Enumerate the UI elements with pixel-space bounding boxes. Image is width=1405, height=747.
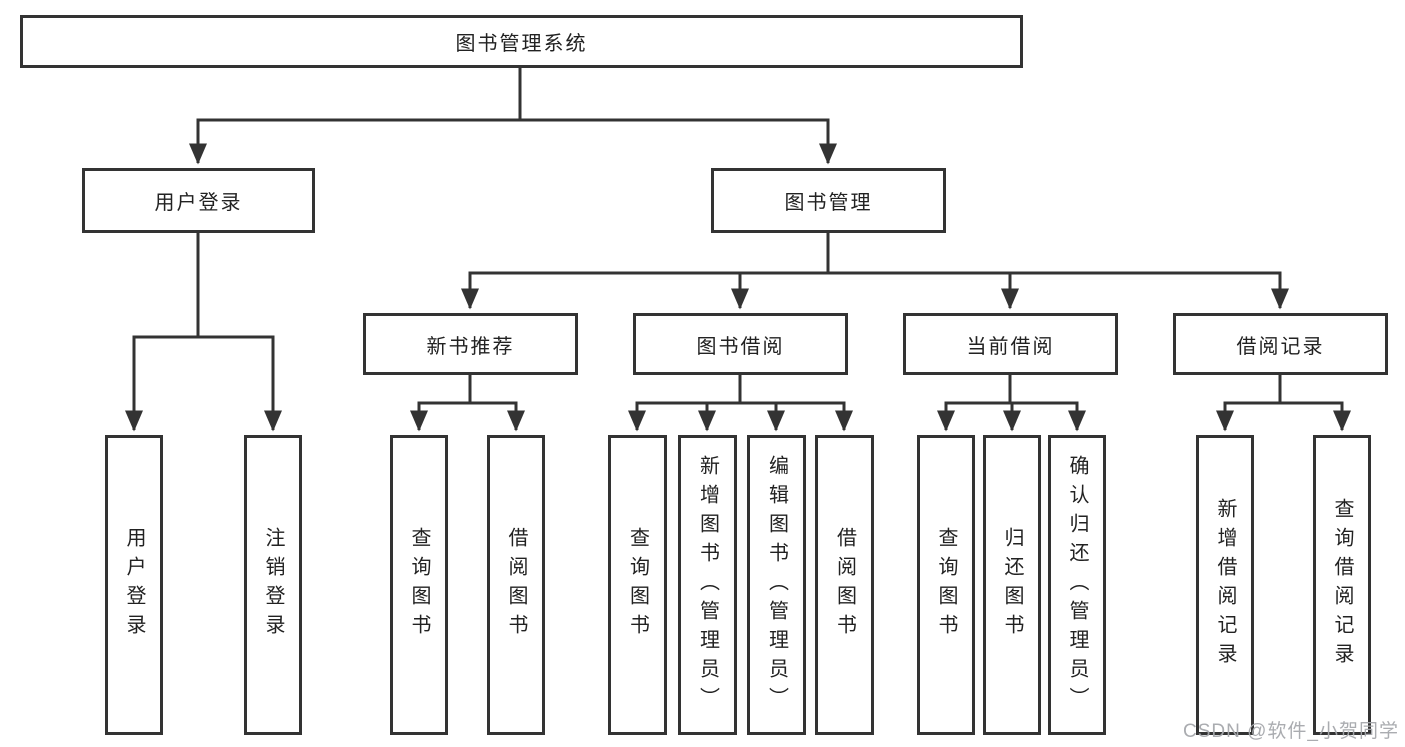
node-new-book-recommendation-label: 新书推荐	[426, 335, 515, 358]
leaf-logout: 注销登录	[244, 435, 302, 735]
leaf-records-add-record-label: 新增借阅记录	[1214, 498, 1236, 672]
leaf-borrowing-query-books: 查询图书	[608, 435, 667, 735]
leaf-current-return-books-label: 归还图书	[1001, 527, 1023, 643]
csdn-watermark: CSDN @软件_小贺同学	[1183, 721, 1399, 742]
leaf-borrowing-add-books-admin-label: 新增图书（管理员）	[696, 454, 719, 716]
leaf-user-login: 用户登录	[105, 435, 163, 735]
node-root-label: 图书管理系统	[455, 33, 588, 55]
node-user-login-label: 用户登录	[154, 192, 243, 214]
leaf-borrowing-borrow-books: 借阅图书	[815, 435, 874, 735]
leaf-logout-label: 注销登录	[262, 527, 284, 643]
leaf-recommend-query-books-label: 查询图书	[408, 527, 430, 643]
node-current-borrowing: 当前借阅	[903, 313, 1118, 375]
node-root-library-system: 图书管理系统	[20, 15, 1023, 68]
leaf-recommend-borrow-books-label: 借阅图书	[505, 527, 527, 643]
leaf-borrowing-edit-books-admin: 编辑图书（管理员）	[747, 435, 806, 735]
leaf-recommend-query-books: 查询图书	[390, 435, 448, 735]
leaf-recommend-borrow-books: 借阅图书	[487, 435, 545, 735]
node-book-management-label: 图书管理	[784, 192, 873, 214]
node-book-borrowing: 图书借阅	[633, 313, 848, 375]
leaf-current-return-books: 归还图书	[983, 435, 1041, 735]
node-new-book-recommendation: 新书推荐	[363, 313, 578, 375]
node-book-management: 图书管理	[711, 168, 946, 233]
leaf-borrowing-borrow-books-label: 借阅图书	[833, 527, 856, 643]
node-book-borrowing-label: 图书借阅	[696, 335, 785, 358]
leaf-records-query-record: 查询借阅记录	[1313, 435, 1371, 735]
node-borrowing-records-label: 借阅记录	[1236, 335, 1325, 358]
leaf-current-confirm-return-admin-label: 确认归还（管理员）	[1066, 454, 1088, 716]
node-user-login: 用户登录	[82, 168, 315, 233]
leaf-user-login-label: 用户登录	[123, 527, 145, 643]
leaf-records-query-record-label: 查询借阅记录	[1331, 498, 1353, 672]
leaf-current-confirm-return-admin: 确认归还（管理员）	[1048, 435, 1106, 735]
leaf-current-query-books: 查询图书	[917, 435, 975, 735]
leaf-borrowing-add-books-admin: 新增图书（管理员）	[678, 435, 737, 735]
leaf-current-query-books-label: 查询图书	[935, 527, 957, 643]
leaf-borrowing-query-books-label: 查询图书	[626, 527, 649, 643]
node-borrowing-records: 借阅记录	[1173, 313, 1388, 375]
leaf-borrowing-edit-books-admin-label: 编辑图书（管理员）	[765, 454, 788, 716]
node-current-borrowing-label: 当前借阅	[966, 335, 1055, 358]
leaf-records-add-record: 新增借阅记录	[1196, 435, 1254, 735]
